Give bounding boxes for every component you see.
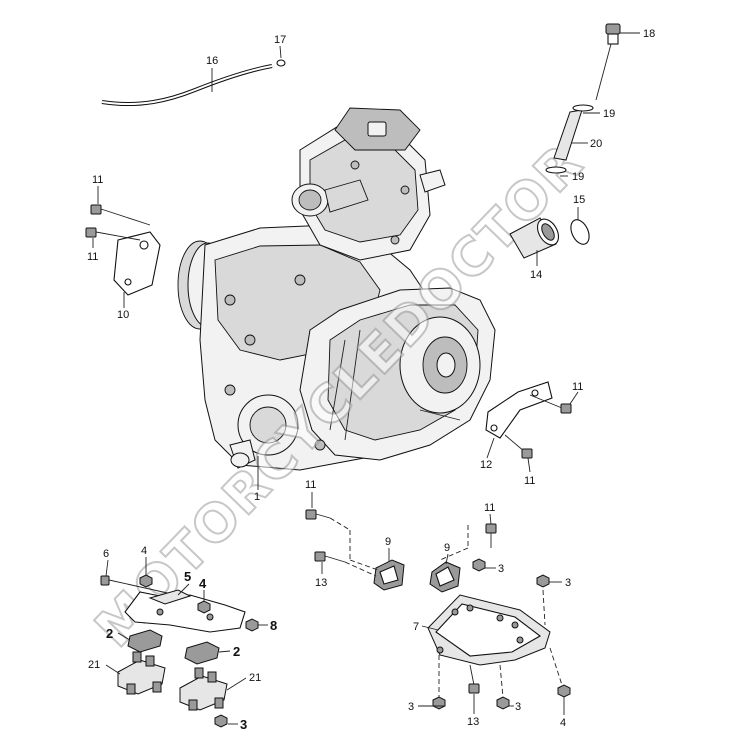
- part-11-bolt-upper-b: [85, 227, 141, 241]
- callout-15: 15: [573, 194, 585, 206]
- part-13-bolt-center: [314, 551, 346, 563]
- part-19-o-ring-lower: [545, 166, 567, 174]
- callout-1: 1: [254, 491, 260, 503]
- leader-lines: [92, 32, 640, 725]
- part-11-bolt-right-a: [529, 394, 572, 414]
- callout-12: 12: [480, 459, 492, 471]
- part-8-nut-left: [245, 618, 259, 632]
- callout-6: 6: [103, 548, 109, 560]
- part-2-rubber-pad-a: [127, 629, 163, 653]
- callout-3-left: 3: [240, 717, 247, 732]
- callout-19-lower: 19: [572, 171, 584, 183]
- callout-3-d: 3: [515, 701, 521, 713]
- callout-16: 16: [206, 55, 218, 67]
- callout-3-b: 3: [565, 577, 571, 589]
- part-17-hose-clip: [276, 59, 286, 67]
- part-18-dipstick: [595, 23, 621, 101]
- callout-7: 7: [413, 621, 419, 633]
- part-21-rubber-mount-b: [179, 667, 228, 711]
- callout-4-plate: 4: [560, 717, 566, 729]
- callout-19-upper: 19: [603, 108, 615, 120]
- part-3-nut-c: [432, 696, 446, 710]
- callout-numbers: 1 16 17 18 19 20 19 15 14 11 11 10 11 12…: [87, 28, 655, 732]
- callout-18: 18: [643, 28, 655, 40]
- part-4-nut-plate: [557, 684, 571, 698]
- callout-2-a: 2: [106, 626, 113, 641]
- part-20-dipstick-tube: [553, 109, 583, 161]
- callout-2-b: 2: [233, 644, 240, 659]
- part-2-rubber-pad-b: [184, 641, 220, 665]
- callout-11-upper-a: 11: [92, 174, 103, 186]
- part-3-nut-d: [496, 696, 510, 710]
- callout-11-upper-b: 11: [87, 251, 98, 263]
- callout-3-a: 3: [498, 563, 504, 575]
- part-3-nut-b: [536, 574, 550, 588]
- callout-9-right: 9: [444, 542, 450, 554]
- part-11-bolt-right-b: [504, 434, 533, 459]
- part-9-mount-right: [429, 561, 461, 593]
- part-3-nut-left: [214, 714, 228, 728]
- callout-5: 5: [184, 569, 191, 584]
- callout-11-plate: 11: [484, 502, 495, 514]
- part-10-upper-engine-bracket: [113, 231, 161, 296]
- part-19-o-ring-upper: [572, 104, 594, 112]
- callout-14: 14: [530, 269, 542, 281]
- part-15-hose-clamp: [570, 219, 590, 245]
- callout-8: 8: [270, 618, 277, 633]
- engine-assembly: [177, 107, 496, 471]
- callout-20: 20: [590, 138, 602, 150]
- part-9-mount-left: [373, 559, 405, 591]
- callout-4-left-a: 4: [141, 545, 147, 557]
- part-11-bolt-upper-a: [90, 204, 151, 226]
- callout-3-c: 3: [408, 701, 414, 713]
- part-4-nut-left-b: [197, 600, 211, 614]
- part-16-breather-hose: [101, 64, 273, 107]
- callout-13-plate: 13: [467, 716, 479, 728]
- callout-11-right-a: 11: [572, 381, 583, 393]
- part-11-bolt-center: [305, 509, 331, 520]
- part-13-bolt-plate: [468, 664, 480, 694]
- callout-4-left-b: 4: [199, 576, 207, 591]
- part-21-rubber-mount-a: [117, 651, 166, 695]
- part-7-mount-plate: [427, 594, 551, 666]
- part-3-nut-a: [472, 558, 486, 572]
- part-12-right-engine-bracket: [485, 381, 553, 439]
- callout-21-b: 21: [249, 672, 261, 684]
- part-5-engine-mount-bracket: [124, 589, 246, 633]
- callout-9-left: 9: [385, 536, 391, 548]
- callout-10: 10: [117, 309, 129, 321]
- part-14-intake-boot: [509, 217, 560, 259]
- callout-13-center: 13: [315, 577, 327, 589]
- part-4-nut-left-a: [139, 574, 153, 588]
- callout-21-a: 21: [88, 659, 100, 671]
- callout-17: 17: [274, 34, 286, 46]
- callout-11-right-b: 11: [524, 475, 535, 487]
- part-11-bolt-plate: [485, 523, 497, 548]
- callout-11-center: 11: [305, 479, 316, 491]
